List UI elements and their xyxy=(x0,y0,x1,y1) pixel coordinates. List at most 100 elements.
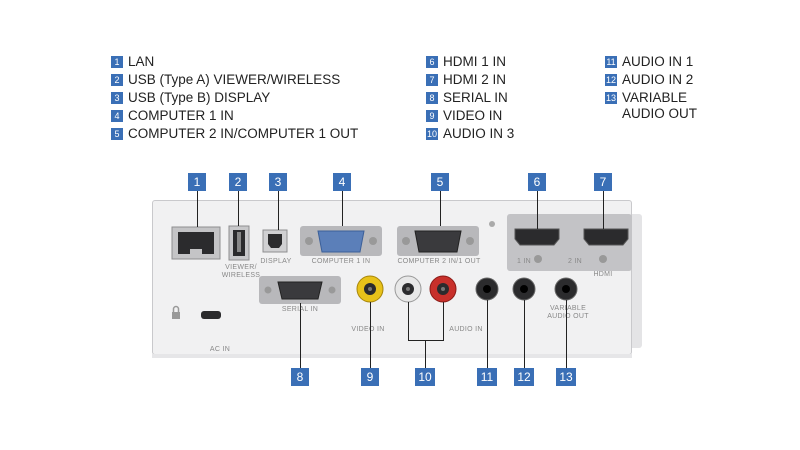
video-rca-jack[interactable] xyxy=(356,275,384,303)
usb-b-port[interactable] xyxy=(262,229,288,253)
leader-line-11 xyxy=(487,300,488,368)
viewer-wireless-label: VIEWER/ WIRELESS xyxy=(221,264,261,279)
legend-item-variable-audio-out: 13 VARIABLE AUDIO OUT xyxy=(605,90,697,121)
ac-in-label: AC IN xyxy=(209,346,231,353)
legend-number: 12 xyxy=(605,74,617,86)
legend-number: 10 xyxy=(426,128,438,140)
legend-item-computer-2-in: 5 COMPUTER 2 IN/COMPUTER 1 OUT xyxy=(111,126,358,144)
leader-line-10c xyxy=(425,340,426,368)
legend-label: AUDIO IN 2 xyxy=(622,72,694,87)
callout-8: 8 xyxy=(291,368,309,386)
legend-label: COMPUTER 2 IN/COMPUTER 1 OUT xyxy=(128,126,359,141)
leader-line-8 xyxy=(300,303,301,368)
audio-rca-jack-red[interactable] xyxy=(429,275,457,303)
legend-number: 7 xyxy=(426,74,438,86)
legend-label: VARIABLE AUDIO OUT xyxy=(622,90,698,121)
serial-in-label: SERIAL IN xyxy=(281,306,319,313)
callout-5: 5 xyxy=(431,173,449,191)
legend-item-serial-in: 8 SERIAL IN xyxy=(426,90,514,108)
serial-port[interactable] xyxy=(264,281,336,300)
callout-10: 10 xyxy=(415,368,435,386)
hdmi-1-label: 1 IN xyxy=(516,258,532,265)
callout-1: 1 xyxy=(188,173,206,191)
callout-13: 13 xyxy=(556,368,576,386)
legend-item-usb-b: 3 USB (Type B) DISPLAY xyxy=(111,90,358,108)
legend-column-3: 11 AUDIO IN 1 12 AUDIO IN 2 13 VARIABLE AUD… xyxy=(605,54,697,121)
leader-line-10-bridge xyxy=(408,340,444,341)
legend-item-audio-in-2: 12 AUDIO IN 2 xyxy=(605,72,697,90)
legend-label: USB (Type B) DISPLAY xyxy=(128,90,271,105)
legend-item-video-in: 9 VIDEO IN xyxy=(426,108,514,126)
leader-line-9 xyxy=(370,302,371,368)
leader-line-7 xyxy=(603,190,604,229)
usb-a-port[interactable] xyxy=(228,225,250,261)
callout-3: 3 xyxy=(269,173,287,191)
leader-line-12 xyxy=(524,300,525,368)
vga-port-2[interactable] xyxy=(402,230,474,253)
vga-port-1[interactable] xyxy=(305,230,377,253)
legend-label: VIDEO IN xyxy=(443,108,503,123)
legend-item-audio-in-3: 10 AUDIO IN 3 xyxy=(426,126,514,144)
audio-in-1-jack[interactable] xyxy=(475,277,499,301)
hdmi-2-label: 2 IN xyxy=(567,258,583,265)
video-in-label: VIDEO IN xyxy=(351,326,385,333)
variable-audio-out-label: VARIABLE AUDIO OUT xyxy=(547,305,589,320)
panel-bottom-strip xyxy=(152,354,632,358)
legend-number: 5 xyxy=(111,128,123,140)
legend-item-lan: 1 LAN xyxy=(111,54,358,72)
hdmi-label: HDMI xyxy=(593,271,613,278)
computer-2-label: COMPUTER 2 IN/1 OUT xyxy=(397,258,481,265)
legend-item-hdmi-2: 7 HDMI 2 IN xyxy=(426,72,514,90)
leader-line-2 xyxy=(238,190,239,226)
legend-item-hdmi-1: 6 HDMI 1 IN xyxy=(426,54,514,72)
callout-7: 7 xyxy=(594,173,612,191)
legend-number: 1 xyxy=(111,56,123,68)
computer-1-label: COMPUTER 1 IN xyxy=(311,258,371,265)
legend-number: 13 xyxy=(605,92,617,104)
lan-port[interactable] xyxy=(171,226,221,260)
callout-6: 6 xyxy=(528,173,546,191)
hdmi-port-1[interactable] xyxy=(514,228,560,263)
panel-side-edge xyxy=(632,214,642,348)
leader-line-3 xyxy=(278,190,279,230)
lock-icon xyxy=(172,305,180,319)
legend-label: AUDIO IN 1 xyxy=(622,54,694,69)
legend-number: 9 xyxy=(426,110,438,122)
legend-number: 4 xyxy=(111,110,123,122)
callout-2: 2 xyxy=(229,173,247,191)
leader-line-6 xyxy=(537,190,538,229)
legend-number: 11 xyxy=(605,56,617,68)
audio-rca-jack-white[interactable] xyxy=(394,275,422,303)
legend-label: SERIAL IN xyxy=(443,90,508,105)
callout-12: 12 xyxy=(514,368,534,386)
legend-item-computer-1-in: 4 COMPUTER 1 IN xyxy=(111,108,358,126)
legend-number: 2 xyxy=(111,74,123,86)
hdmi-port-2[interactable] xyxy=(583,228,629,263)
legend-number: 3 xyxy=(111,92,123,104)
callout-9: 9 xyxy=(361,368,379,386)
security-slot[interactable] xyxy=(201,311,221,319)
legend-label: COMPUTER 1 IN xyxy=(128,108,234,123)
legend-label: LAN xyxy=(128,54,155,69)
variable-audio-out-jack[interactable] xyxy=(554,277,578,301)
legend-number: 6 xyxy=(426,56,438,68)
leader-line-13 xyxy=(566,300,567,368)
legend-item-usb-a: 2 USB (Type A) VIEWER/WIRELESS xyxy=(111,72,358,90)
audio-in-2-jack[interactable] xyxy=(512,277,536,301)
callout-4: 4 xyxy=(333,173,351,191)
legend-label: USB (Type A) VIEWER/WIRELESS xyxy=(128,72,341,87)
ground-screw xyxy=(489,221,495,227)
legend-number: 8 xyxy=(426,92,438,104)
leader-line-10b xyxy=(443,302,444,340)
leader-line-10a xyxy=(408,302,409,340)
legend-column-2: 6 HDMI 1 IN 7 HDMI 2 IN 8 SERIAL IN 9 VIDEO … xyxy=(426,54,514,144)
legend-label: HDMI 1 IN xyxy=(443,54,507,69)
legend-label: HDMI 2 IN xyxy=(443,72,507,87)
leader-line-1 xyxy=(197,190,198,227)
leader-line-4 xyxy=(342,190,343,226)
display-label: DISPLAY xyxy=(260,258,292,265)
legend-label: AUDIO IN 3 xyxy=(443,126,515,141)
legend-item-audio-in-1: 11 AUDIO IN 1 xyxy=(605,54,697,72)
leader-line-5 xyxy=(440,190,441,226)
